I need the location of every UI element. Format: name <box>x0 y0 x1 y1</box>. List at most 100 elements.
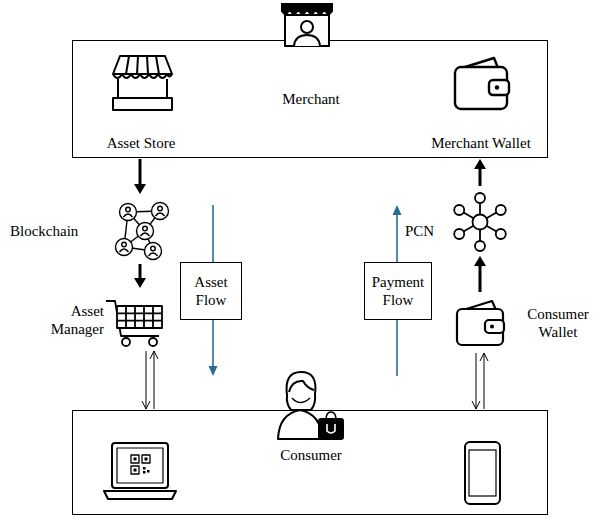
merchant-figure <box>301 21 313 33</box>
payment-flow-box: Payment Flow <box>364 262 432 320</box>
pcn-icon <box>496 229 506 239</box>
laptop-icon <box>145 458 148 461</box>
laptop-icon <box>134 469 137 472</box>
connector-arrow <box>474 159 486 186</box>
blockchain-icon <box>143 226 148 231</box>
consumer-box: Consumer <box>72 410 548 515</box>
asset-store-icon <box>113 56 172 110</box>
node-label: Merchant <box>73 90 549 108</box>
consumer-wallet-node: Consumer Wallet <box>452 296 607 352</box>
asset-store-node: Asset Store <box>86 53 196 155</box>
consumer-figure <box>319 419 343 439</box>
merchant-box: Asset Store Merchant Wallet Merchant <box>72 40 548 158</box>
asset-store-icon <box>113 74 172 78</box>
blockchain-icon <box>120 204 137 221</box>
laptop-icon <box>142 455 150 463</box>
blockchain-icon <box>149 253 158 256</box>
blockchain-icon <box>151 246 156 251</box>
connector-arrow <box>472 353 488 409</box>
pcn-icon <box>454 229 464 239</box>
merchant-figure <box>281 3 333 46</box>
asset-store-icon <box>113 98 172 110</box>
consumer-figure <box>278 410 322 439</box>
merchant-wallet-icon <box>489 80 509 95</box>
connector-line <box>154 351 155 409</box>
connector-arrow <box>474 256 486 292</box>
node-label: Merchant Wallet <box>421 134 541 152</box>
merchant-wallet-icon <box>455 58 509 109</box>
consumer-figure <box>289 381 314 392</box>
laptop-icon <box>112 443 168 488</box>
laptop-icon <box>104 443 176 499</box>
node-label: PCN <box>405 222 447 240</box>
pcn-icon <box>496 205 506 215</box>
connector-line <box>139 264 142 280</box>
blockchain-icon <box>126 207 131 212</box>
blockchain-icon <box>145 243 162 260</box>
laptop-icon <box>104 491 176 499</box>
consumer-figure <box>326 412 336 420</box>
merchant-figure <box>294 35 320 46</box>
node-label: Asset Store <box>86 134 196 152</box>
blockchain-icon <box>156 213 165 216</box>
merchant-wallet-icon <box>495 85 499 89</box>
asset-manager-cart-icon <box>122 338 130 346</box>
phone-icon <box>465 442 500 504</box>
arrow-head <box>134 184 146 194</box>
connector-line <box>139 159 142 186</box>
blockchain-icon <box>116 239 133 256</box>
asset-manager-cart-icon <box>117 306 162 328</box>
merchant-figure <box>281 11 333 15</box>
laptop-icon <box>143 471 146 474</box>
node-label: Asset Manager <box>40 302 104 338</box>
pcn-node: PCN <box>400 190 515 252</box>
merchant-figure <box>285 15 329 46</box>
blockchain-icon <box>158 206 163 211</box>
pcn-icon <box>454 193 506 251</box>
connector-arrow <box>134 264 146 288</box>
asset-manager-cart-icon <box>106 301 162 346</box>
blockchain-icon <box>124 214 133 217</box>
laptop-icon <box>134 458 137 461</box>
consumer-figure <box>278 372 343 439</box>
connector-arrow <box>142 351 158 409</box>
connector-line <box>476 353 477 409</box>
asset-store-icon <box>113 56 172 74</box>
pcn-icon <box>473 215 488 230</box>
node-label: Payment Flow <box>365 273 431 309</box>
blockchain-icon <box>152 203 169 220</box>
connector-arrow <box>134 159 146 194</box>
payment-flow-line <box>393 205 402 215</box>
arrow-head <box>474 159 486 169</box>
blockchain-node: Blockchain <box>8 198 178 260</box>
arrow-head <box>472 401 480 409</box>
blockchain-icon <box>116 203 169 260</box>
arrow-head <box>134 278 146 288</box>
node-label: Asset Flow <box>181 273 241 309</box>
blockchain-icon <box>122 242 127 247</box>
consumer-figure <box>327 424 335 433</box>
connector-line <box>146 351 147 409</box>
connector-line <box>479 264 482 292</box>
pcn-icon <box>454 205 464 215</box>
node-label: Consumer <box>73 446 549 464</box>
merchant-figure <box>281 3 333 12</box>
asset-manager-cart-icon <box>117 306 162 328</box>
node-label: Consumer Wallet <box>514 305 602 341</box>
blockchain-icon <box>141 233 150 236</box>
pcn-icon <box>475 241 485 251</box>
consumer-wallet-icon <box>457 301 504 345</box>
blockchain-icon <box>116 203 169 260</box>
laptop-icon <box>143 467 146 470</box>
asset-store-icon <box>166 79 168 98</box>
connector-line <box>479 167 482 186</box>
arrow-head <box>142 401 150 409</box>
consumer-figure <box>287 372 316 410</box>
asset-manager-cart-icon <box>149 338 157 346</box>
asset-store-icon <box>126 56 159 74</box>
merchant-wallet-node: Merchant Wallet <box>421 53 541 155</box>
